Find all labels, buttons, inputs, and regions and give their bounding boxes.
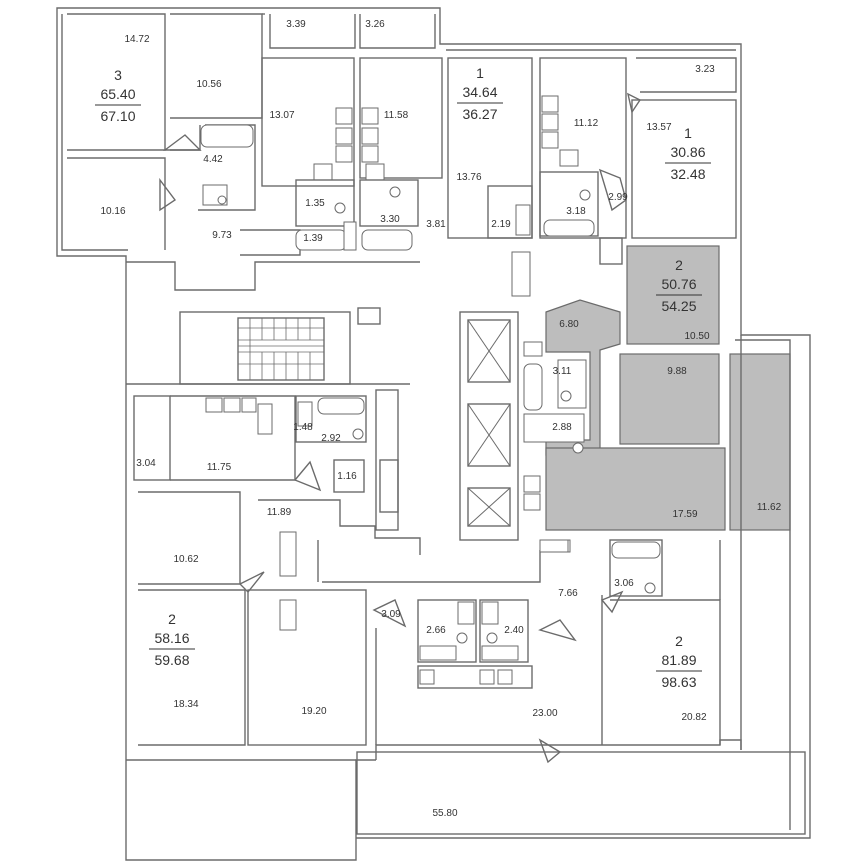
room-area: 7.66 [558, 588, 578, 599]
room-area: 3.30 [380, 214, 400, 225]
apt-1-ne-walls [511, 57, 737, 297]
room-area: 11.89 [267, 507, 292, 518]
room-area: 1.35 [305, 198, 325, 209]
west-middle-rooms [133, 395, 399, 513]
room-area: 3.81 [426, 219, 446, 230]
apt-total-area: 59.68 [154, 652, 189, 668]
room-area: 18.34 [173, 699, 198, 710]
apt-rooms-count: 2 [168, 611, 176, 627]
room-area: 2.66 [426, 625, 446, 636]
apt-rooms-count: 2 [675, 633, 683, 649]
apt-living-area: 65.40 [100, 86, 135, 102]
apt-living-area: 30.86 [670, 144, 705, 160]
room-area: 2.19 [491, 219, 511, 230]
room-area: 3.39 [286, 19, 306, 30]
apt-total-area: 32.48 [670, 166, 705, 182]
highlight-balcony [729, 353, 791, 531]
apt-2-sw-walls [138, 491, 541, 746]
apt-1-n-walls [447, 57, 627, 239]
room-area: 11.75 [207, 462, 232, 473]
room-area: 3.09 [381, 609, 401, 620]
room-area: 1.48 [293, 422, 313, 433]
room-area: 13.57 [646, 122, 671, 133]
room-area: 3.04 [136, 458, 156, 469]
apt-label-1-n: 1 34.64 36.27 [457, 65, 503, 122]
apt-label-3-nw: 3 65.40 67.10 [95, 67, 141, 124]
room-area: 6.80 [559, 319, 579, 330]
north-rooms [261, 14, 443, 251]
room-area: 9.73 [212, 230, 232, 241]
apt-rooms-count: 1 [684, 125, 692, 141]
room-area: 1.16 [337, 471, 357, 482]
room-area: 1.39 [303, 233, 323, 244]
room-area: 10.56 [196, 79, 221, 90]
outer-walls [56, 7, 811, 861]
apt-label-1-ne: 1 30.86 32.48 [665, 125, 711, 182]
room-area: 11.58 [384, 110, 409, 121]
room-area: 10.62 [173, 554, 198, 565]
south-baths [372, 539, 577, 689]
room-area: 14.72 [124, 34, 149, 45]
room-area: 3.23 [695, 64, 715, 75]
apt-rooms-count: 2 [675, 257, 683, 273]
apt-total-area: 36.27 [462, 106, 497, 122]
apt-label-2-sw: 2 58.16 59.68 [149, 611, 195, 668]
apt-total-area: 54.25 [661, 298, 696, 314]
apt-living-area: 58.16 [154, 630, 189, 646]
west-core [126, 261, 420, 531]
apt-living-area: 34.64 [462, 84, 497, 100]
hatch-strips [343, 221, 569, 553]
room-area: 3.06 [614, 578, 634, 589]
room-area: 55.80 [432, 808, 457, 819]
room-area: 2.92 [321, 433, 341, 444]
room-area: 19.20 [301, 706, 326, 717]
highlight-kitchen [545, 447, 726, 531]
apt-living-area: 81.89 [661, 652, 696, 668]
room-area-labels: 14.72 3.39 3.26 3.23 10.56 13.07 11.58 1… [100, 19, 781, 819]
highlight-room-bedroom [619, 353, 720, 445]
room-area: 13.07 [269, 110, 294, 121]
room-area: 2.99 [608, 192, 628, 203]
apt-rooms-count: 1 [476, 65, 484, 81]
apartment-labels: 3 65.40 67.10 1 34.64 36.27 1 30.86 32.4… [95, 65, 711, 690]
apt-living-area: 50.76 [661, 276, 696, 292]
room-area: 13.76 [456, 172, 481, 183]
apt-3-nw-walls [67, 13, 301, 256]
room-area: 4.42 [203, 154, 223, 165]
highlighted-apartment [545, 245, 791, 531]
apt-2-se-walls [375, 539, 721, 764]
room-area: 11.12 [574, 118, 599, 129]
east-bath-fixtures [523, 341, 587, 511]
room-area: 3.11 [553, 366, 572, 377]
room-area: 2.40 [504, 625, 524, 636]
room-area: 20.82 [681, 712, 706, 723]
apt-label-2-e: 2 50.76 54.25 [656, 257, 702, 314]
room-area: 23.00 [532, 708, 557, 719]
room-area: 9.88 [667, 366, 687, 377]
room-area: 2.88 [552, 422, 572, 433]
room-area: 10.50 [684, 331, 709, 342]
room-area: 10.16 [100, 206, 125, 217]
apt-label-2-se: 2 81.89 98.63 [656, 633, 702, 690]
room-area: 3.26 [365, 19, 385, 30]
elevator-core [459, 311, 519, 541]
apt-total-area: 98.63 [661, 674, 696, 690]
room-area: 3.18 [566, 206, 586, 217]
apt-total-area: 67.10 [100, 108, 135, 124]
apt-rooms-count: 3 [114, 67, 122, 83]
room-area: 11.62 [757, 502, 782, 513]
room-area: 17.59 [672, 509, 697, 520]
